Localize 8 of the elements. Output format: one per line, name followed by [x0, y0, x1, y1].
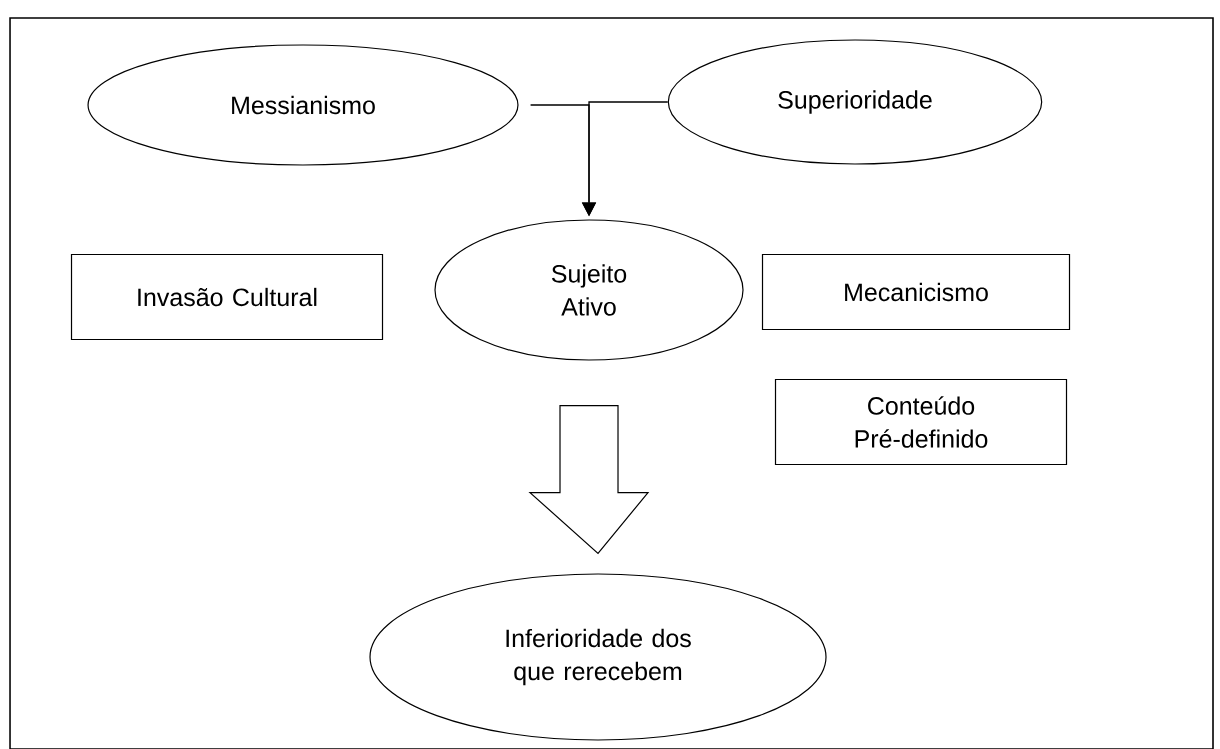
text-box: Invasão Cultural: [70, 253, 384, 341]
text-box: Conteúdo Pré-definido: [774, 378, 1068, 466]
ellipse-node: Superioridade: [667, 39, 1043, 165]
ellipse-node: Inferioridade dos que rerecebem: [369, 573, 827, 741]
block-arrow: [528, 405, 650, 555]
ellipse-node: Messianismo: [87, 44, 519, 166]
ellipse-node: Sujeito Ativo: [434, 219, 744, 361]
text-box: Mecanicismo: [761, 253, 1071, 331]
